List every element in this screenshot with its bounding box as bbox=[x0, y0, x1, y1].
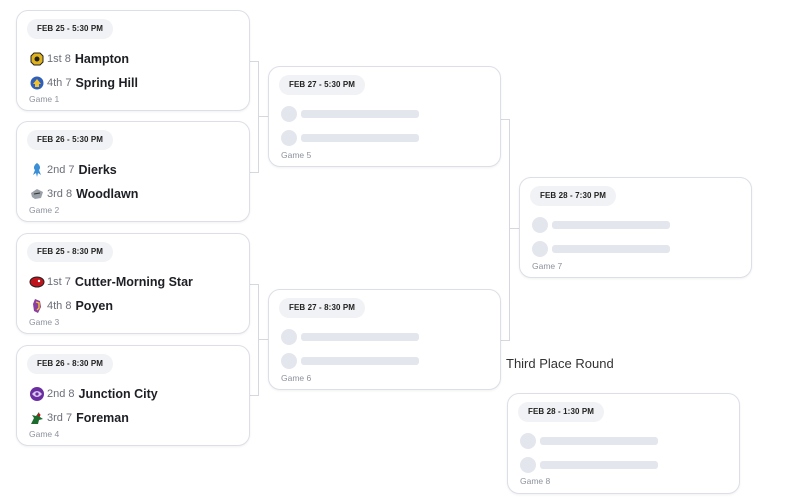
team-name: Woodlawn bbox=[76, 187, 139, 201]
connector-game1-out bbox=[250, 61, 258, 62]
team-name-placeholder bbox=[301, 134, 419, 142]
team-row-woodlawn[interactable]: 3rd 8 Woodlawn bbox=[29, 185, 138, 203]
game-label: Game 4 bbox=[29, 429, 60, 439]
spring-hill-logo-icon bbox=[29, 75, 45, 91]
connector-game5-out bbox=[501, 119, 509, 120]
game-4-card[interactable]: FEB 26 - 8:30 PM 2nd 8 Junction City 3rd… bbox=[16, 345, 250, 446]
team-placeholder-top bbox=[281, 329, 419, 345]
poyen-logo-icon bbox=[29, 298, 45, 314]
game-date: FEB 28 - 7:30 PM bbox=[530, 186, 617, 206]
connector-game7-in bbox=[509, 228, 519, 229]
connector-game6-out bbox=[501, 340, 509, 341]
game-2-card[interactable]: FEB 26 - 5:30 PM 2nd 7 Dierks 3rd 8 Wood… bbox=[16, 121, 250, 222]
team-seed: 1st 8 bbox=[47, 53, 71, 65]
game-label: Game 5 bbox=[281, 150, 312, 160]
team-name-placeholder bbox=[552, 245, 670, 253]
connector-game5-in bbox=[258, 116, 268, 117]
team-name: Dierks bbox=[78, 163, 117, 177]
game-7-card[interactable]: FEB 28 - 7:30 PM Game 7 bbox=[519, 177, 752, 278]
team-row-poyen[interactable]: 4th 8 Poyen bbox=[29, 297, 113, 315]
game-date: FEB 27 - 5:30 PM bbox=[279, 75, 366, 95]
game-8-card[interactable]: FEB 28 - 1:30 PM Game 8 bbox=[507, 393, 740, 494]
woodlawn-logo-icon bbox=[29, 186, 45, 202]
game-date: FEB 28 - 1:30 PM bbox=[518, 402, 605, 422]
team-placeholder-bottom bbox=[281, 353, 419, 369]
connector-game3-out bbox=[250, 284, 258, 285]
team-row-cutter-morning-star[interactable]: 1st 7 Cutter-Morning Star bbox=[29, 273, 193, 291]
team-name: Spring Hill bbox=[75, 76, 138, 90]
junction-city-logo-icon bbox=[29, 386, 45, 402]
connector-round1-top-vertical bbox=[258, 61, 259, 173]
team-placeholder-top bbox=[532, 217, 670, 233]
connector-round2-vertical bbox=[509, 119, 510, 341]
team-row-foreman[interactable]: 3rd 7 Foreman bbox=[29, 409, 129, 427]
game-label: Game 1 bbox=[29, 94, 60, 104]
team-logo-placeholder bbox=[520, 433, 536, 449]
connector-game4-out bbox=[250, 395, 258, 396]
team-row-spring-hill[interactable]: 4th 7 Spring Hill bbox=[29, 74, 138, 92]
team-name-placeholder bbox=[552, 221, 670, 229]
game-date: FEB 25 - 8:30 PM bbox=[27, 242, 114, 262]
team-seed: 3rd 8 bbox=[47, 188, 73, 200]
team-row-hampton[interactable]: 1st 8 Hampton bbox=[29, 50, 129, 68]
team-seed: 4th 8 bbox=[47, 300, 72, 312]
game-label: Game 6 bbox=[281, 373, 312, 383]
game-label: Game 8 bbox=[520, 476, 551, 486]
foreman-logo-icon bbox=[29, 410, 45, 426]
hampton-logo-icon bbox=[29, 51, 45, 67]
team-name-placeholder bbox=[301, 110, 419, 118]
team-name: Cutter-Morning Star bbox=[74, 275, 193, 289]
third-place-round-title: Third Place Round bbox=[506, 356, 614, 371]
connector-game6-in bbox=[258, 339, 268, 340]
team-seed: 2nd 8 bbox=[47, 388, 75, 400]
team-name-placeholder bbox=[301, 333, 419, 341]
team-seed: 1st 7 bbox=[47, 276, 71, 288]
game-date: FEB 25 - 5:30 PM bbox=[27, 19, 114, 39]
team-row-dierks[interactable]: 2nd 7 Dierks bbox=[29, 161, 117, 179]
game-label: Game 2 bbox=[29, 205, 60, 215]
team-logo-placeholder bbox=[281, 353, 297, 369]
team-name: Hampton bbox=[74, 52, 130, 66]
game-label: Game 3 bbox=[29, 317, 60, 327]
game-date: FEB 26 - 8:30 PM bbox=[27, 354, 114, 374]
connector-game2-out bbox=[250, 172, 258, 173]
game-3-card[interactable]: FEB 25 - 8:30 PM 1st 7 Cutter-Morning St… bbox=[16, 233, 250, 334]
team-name: Junction City bbox=[78, 387, 158, 401]
game-6-card[interactable]: FEB 27 - 8:30 PM Game 6 bbox=[268, 289, 501, 390]
team-placeholder-top bbox=[281, 106, 419, 122]
team-logo-placeholder bbox=[281, 329, 297, 345]
game-label: Game 7 bbox=[532, 261, 563, 271]
team-name: Foreman bbox=[76, 411, 129, 425]
game-date: FEB 27 - 8:30 PM bbox=[279, 298, 366, 318]
team-name-placeholder bbox=[540, 437, 658, 445]
game-5-card[interactable]: FEB 27 - 5:30 PM Game 5 bbox=[268, 66, 501, 167]
team-logo-placeholder bbox=[532, 241, 548, 257]
team-name-placeholder bbox=[301, 357, 419, 365]
team-seed: 2nd 7 bbox=[47, 164, 75, 176]
dierks-logo-icon bbox=[29, 162, 45, 178]
team-name: Poyen bbox=[75, 299, 113, 313]
connector-round1-bottom-vertical bbox=[258, 284, 259, 396]
team-logo-placeholder bbox=[281, 130, 297, 146]
cutter-morning-star-logo-icon bbox=[29, 274, 45, 290]
team-placeholder-bottom bbox=[520, 457, 658, 473]
game-date: FEB 26 - 5:30 PM bbox=[27, 130, 114, 150]
game-1-card[interactable]: FEB 25 - 5:30 PM 1st 8 Hampton 4th 7 Spr… bbox=[16, 10, 250, 111]
team-placeholder-top bbox=[520, 433, 658, 449]
team-logo-placeholder bbox=[532, 217, 548, 233]
team-row-junction-city[interactable]: 2nd 8 Junction City bbox=[29, 385, 158, 403]
team-logo-placeholder bbox=[520, 457, 536, 473]
team-seed: 3rd 7 bbox=[47, 412, 73, 424]
team-name-placeholder bbox=[540, 461, 658, 469]
team-placeholder-bottom bbox=[532, 241, 670, 257]
team-logo-placeholder bbox=[281, 106, 297, 122]
team-placeholder-bottom bbox=[281, 130, 419, 146]
team-seed: 4th 7 bbox=[47, 77, 72, 89]
